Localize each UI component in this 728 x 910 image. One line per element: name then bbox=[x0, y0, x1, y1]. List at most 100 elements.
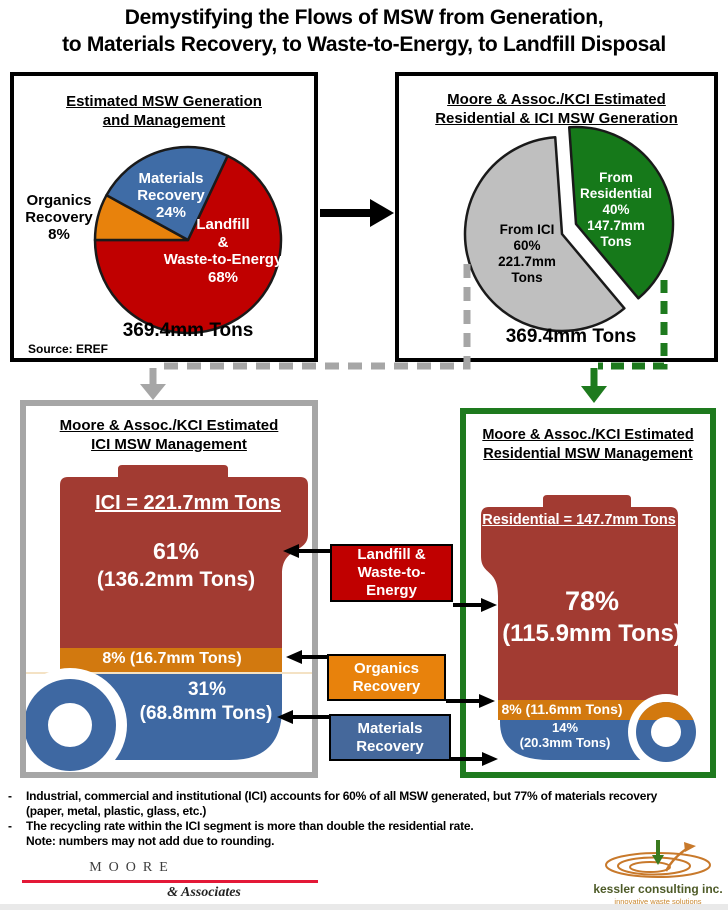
pie-label-line: 24% bbox=[155, 204, 187, 221]
moore-logo-sub: & Associates bbox=[167, 885, 241, 900]
truck-materials-segment bbox=[86, 674, 282, 760]
pie-slice bbox=[105, 145, 229, 242]
bullet-dash: - bbox=[8, 819, 12, 833]
moore-logo-rule bbox=[22, 880, 318, 883]
wheel-orange-top bbox=[638, 702, 694, 720]
flow-label-line: Organics bbox=[353, 659, 420, 677]
organics-label: 8% (11.6mm Tons) bbox=[501, 701, 623, 717]
pie-label-line: Organics bbox=[26, 192, 92, 209]
materials-pct-label: 14% bbox=[551, 720, 579, 735]
wheel-hub bbox=[48, 703, 92, 747]
kessler-logo-name: kessler consulting inc. bbox=[593, 882, 723, 896]
kessler-swirl-icon bbox=[605, 840, 711, 878]
flow-label-materials-recovery: Materials Recovery bbox=[329, 714, 451, 761]
kessler-logo-tagline: innovative waste solutions bbox=[614, 897, 702, 906]
pie-label-line: 40% bbox=[602, 202, 630, 217]
panel-title-line2: Residential MSW Management bbox=[483, 446, 693, 462]
panel-title: Moore & Assoc./KCI Estimated Residential… bbox=[473, 426, 703, 464]
flow-arrow-generation-to-split bbox=[320, 199, 394, 227]
panel-title-line2: Residential & ICI MSW Generation bbox=[435, 110, 678, 127]
flow-label-line: Waste-to- bbox=[357, 564, 426, 581]
pie-label-line: & bbox=[217, 233, 229, 251]
flow-label-landfill-wte: Landfill & Waste-to- Energy bbox=[330, 544, 453, 602]
pie-label-line: Recovery bbox=[25, 209, 93, 226]
pie-label-line: Landfill bbox=[196, 216, 250, 233]
separator-line bbox=[26, 672, 312, 674]
pie-label-from-ici: From ICI 60% 221.7mm Tons bbox=[467, 222, 587, 286]
flow-label-line: Materials bbox=[357, 719, 423, 737]
arrow-down-gray-icon bbox=[140, 384, 166, 400]
footnote-text: (paper, metal, plastic, glass, etc.) bbox=[26, 804, 207, 818]
pie-label-line: Materials bbox=[138, 170, 204, 187]
truck-total-label: ICI = 221.7mm Tons bbox=[95, 492, 281, 514]
landfill-pct-label: 78% bbox=[564, 586, 620, 616]
panel-residential-ici-generation: Moore & Assoc./KCI Estimated Residential… bbox=[395, 72, 718, 362]
bottom-strip bbox=[0, 904, 728, 910]
landfill-tons-label: (136.2mm Tons) bbox=[96, 568, 256, 591]
arrow-down-green-icon bbox=[581, 386, 607, 403]
footnote-row: Note: numbers may not add due to roundin… bbox=[8, 834, 728, 849]
materials-pct-label: 31% bbox=[187, 679, 227, 700]
pie-label-line: 68% bbox=[207, 268, 239, 286]
pie-label-from-residential: From Residential 40% 147.7mm Tons bbox=[556, 170, 676, 250]
pie-total-label: 369.4mm Tons bbox=[122, 320, 254, 341]
pie-label-landfill-wte: Landfill & Waste-to-Energy 68% bbox=[143, 216, 303, 286]
truck-body-landfill-segment bbox=[60, 465, 308, 648]
pie-label-line: From bbox=[599, 170, 633, 185]
pie-slice bbox=[463, 135, 626, 333]
source-label: Source: EREF bbox=[28, 342, 109, 356]
footnote-text: The recycling rate within the ICI segmen… bbox=[26, 819, 474, 833]
pie-label-line: 221.7mm bbox=[498, 254, 556, 269]
page-title-line2: to Materials Recovery, to Waste-to-Energ… bbox=[62, 33, 666, 56]
panel-msw-generation: Estimated MSW Generation and Management … bbox=[10, 72, 318, 362]
flow-label-line: Recovery bbox=[352, 677, 421, 695]
flow-label-organics-recovery: Organics Recovery bbox=[327, 654, 446, 701]
footnote-text: Industrial, commercial and institutional… bbox=[26, 789, 658, 803]
pie-slice bbox=[567, 125, 675, 300]
truck-total-label: Residential = 147.7mm Tons bbox=[482, 512, 676, 528]
pie-label-line: 147.7mm bbox=[587, 218, 645, 233]
garbage-truck-graphic-ici bbox=[26, 465, 312, 772]
footnote-row: -The recycling rate within the ICI segme… bbox=[8, 819, 722, 834]
panel-title-line2: ICI MSW Management bbox=[91, 436, 247, 453]
flow-label-line: Energy bbox=[366, 582, 417, 599]
pie-label-line: Waste-to-Energy bbox=[163, 251, 283, 268]
truck-organics-segment bbox=[60, 648, 282, 672]
panel-title-line1: Moore & Assoc./KCI Estimated bbox=[482, 427, 694, 443]
pie-label-line: Recovery bbox=[137, 187, 205, 204]
footnote-text: Note: numbers may not add due to roundin… bbox=[26, 834, 275, 848]
pie-label-line: 8% bbox=[48, 226, 70, 243]
flow-label-line: Landfill & bbox=[357, 546, 426, 563]
panel-title-line1: Estimated MSW Generation bbox=[66, 93, 262, 110]
moore-associates-logo: MOORE & Associates bbox=[22, 856, 318, 906]
panel-title-line1: Moore & Assoc./KCI Estimated bbox=[447, 91, 666, 108]
wheel-hub bbox=[651, 717, 681, 747]
materials-tons-label: (20.3mm Tons) bbox=[519, 735, 611, 750]
panel-title: Moore & Assoc./KCI Estimated ICI MSW Man… bbox=[49, 416, 289, 454]
panel-title: Estimated MSW Generation and Management bbox=[44, 92, 284, 130]
pie-label-line: Residential bbox=[579, 186, 653, 201]
pie-total-label: 369.4mm Tons bbox=[505, 326, 637, 347]
kessler-consulting-logo: kessler consulting inc. innovative waste… bbox=[592, 838, 724, 908]
truck-body-landfill-segment bbox=[481, 495, 678, 700]
page-title: Demystifying the Flows of MSW from Gener… bbox=[0, 4, 728, 58]
panel-title-line2: and Management bbox=[102, 112, 226, 129]
bullet-dash: - bbox=[8, 789, 12, 803]
pie-chart-residential-ici bbox=[463, 125, 675, 333]
landfill-pct-label: 61% bbox=[152, 538, 200, 564]
flow-label-line: Recovery bbox=[356, 737, 424, 755]
panel-title-line1: Moore & Assoc./KCI Estimated bbox=[59, 417, 279, 434]
organics-label: 8% (16.7mm Tons) bbox=[102, 650, 242, 667]
landfill-tons-label: (115.9mm Tons) bbox=[502, 620, 682, 647]
materials-tons-label: (68.8mm Tons) bbox=[139, 703, 273, 724]
footnote-row: -Industrial, commercial and institutiona… bbox=[8, 789, 722, 804]
moore-logo-name: MOORE bbox=[89, 860, 175, 875]
page-title-line1: Demystifying the Flows of MSW from Gener… bbox=[124, 6, 604, 29]
pie-label-line: Tons bbox=[511, 270, 543, 285]
pie-label-line: Tons bbox=[600, 234, 632, 249]
pie-label-line: From ICI bbox=[499, 222, 555, 237]
panel-title: Moore & Assoc./KCI Estimated Residential… bbox=[419, 90, 694, 128]
pie-label-organics-recovery: Organics Recovery 8% bbox=[16, 192, 102, 243]
garbage-truck-graphic-residential bbox=[481, 495, 704, 770]
